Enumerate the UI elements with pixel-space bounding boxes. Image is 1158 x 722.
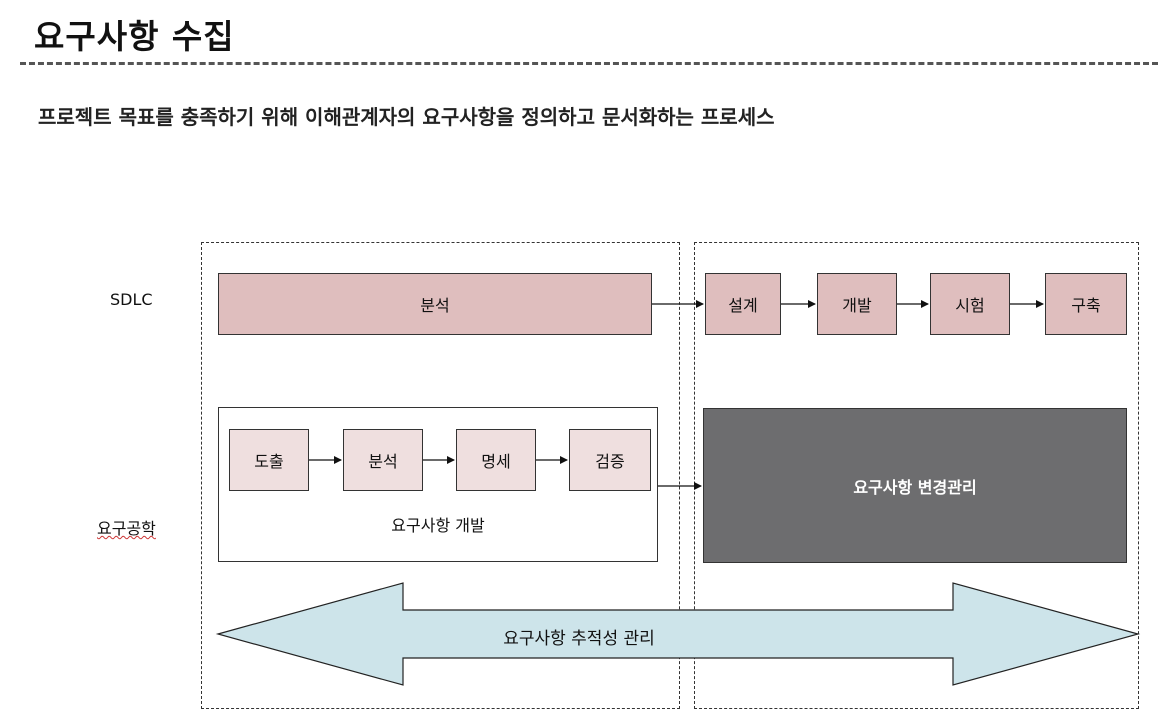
sdlc-analysis-box: 분석: [218, 273, 652, 335]
elicitation-label: 도출: [254, 452, 284, 471]
specification-label: 명세: [481, 452, 511, 471]
sdlc-test-label: 시험: [955, 296, 985, 315]
validation-label: 검증: [595, 452, 625, 471]
page-subtitle: 프로젝트 목표를 충족하기 위해 이해관계자의 요구사항을 정의하고 문서화하는…: [38, 105, 775, 129]
sdlc-design-box: 설계: [705, 273, 781, 335]
sdlc-develop-box: 개발: [817, 273, 897, 335]
analysis-box: 분석: [343, 429, 423, 491]
sdlc-deploy-box: 구축: [1045, 273, 1127, 335]
specification-box: 명세: [456, 429, 536, 491]
sdlc-row-label: SDLC: [110, 290, 153, 309]
sdlc-analysis-label: 분석: [420, 296, 450, 315]
change-management-label: 요구사항 변경관리: [853, 477, 977, 497]
title-divider: [20, 62, 1158, 65]
validation-box: 검증: [569, 429, 651, 491]
requirements-phase-frame: [201, 242, 680, 709]
sdlc-test-box: 시험: [930, 273, 1010, 335]
requirements-engineering-row-label: 요구공학: [97, 519, 156, 538]
sdlc-deploy-label: 구축: [1071, 296, 1101, 315]
post-requirements-phase-frame: [694, 242, 1139, 709]
sdlc-design-label: 설계: [728, 296, 758, 315]
sdlc-develop-label: 개발: [842, 296, 872, 315]
traceability-double-arrow: [215, 582, 1141, 686]
analysis-label: 분석: [368, 452, 398, 471]
requirements-development-caption: 요구사항 개발: [391, 516, 485, 535]
elicitation-box: 도출: [229, 429, 309, 491]
page-title: 요구사항 수집: [34, 17, 235, 56]
requirements-change-management-box: 요구사항 변경관리: [703, 408, 1127, 563]
